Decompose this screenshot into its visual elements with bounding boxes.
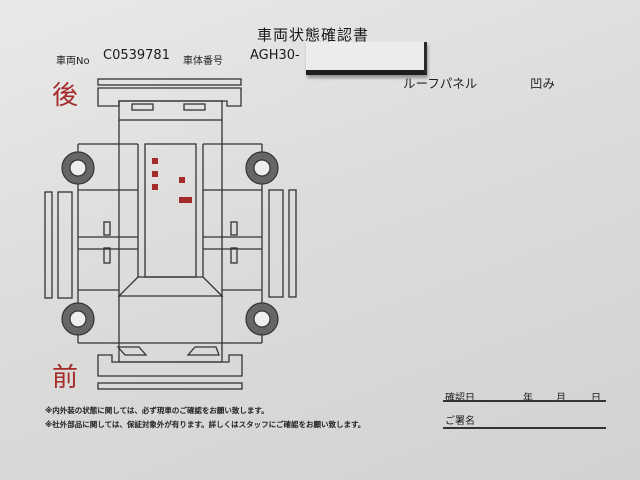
chassis-no-value: AGH30- xyxy=(250,48,300,63)
rear-label: 後 xyxy=(52,81,79,111)
chassis-no-label: 車体番号 xyxy=(183,56,223,67)
note-2: ※社外部品に関しては、保証対象外が有ります。詳しくはスタッフにご確認をお願い致し… xyxy=(45,420,366,429)
day-label: 日 xyxy=(591,393,601,404)
signature-line xyxy=(443,427,606,429)
rear-bumper xyxy=(97,87,242,107)
signature-label: ご署名 xyxy=(445,416,475,427)
note-1: ※内外装の状態に関しては、必ず現車のご確認をお願い致します。 xyxy=(45,406,269,415)
tires xyxy=(61,151,279,336)
trunk-panel xyxy=(118,100,223,121)
front-bumper xyxy=(97,354,243,377)
date-line xyxy=(443,400,606,402)
remark-part: ルーフパネル xyxy=(403,76,478,91)
windshield xyxy=(117,276,224,297)
month-label: 月 xyxy=(556,393,566,404)
rear-bumper-outer xyxy=(97,78,242,86)
year-label: 年 xyxy=(523,393,533,404)
redaction-tape xyxy=(306,42,427,75)
date-label: 確認日 xyxy=(445,393,475,404)
front-label: 前 xyxy=(52,363,79,393)
vehicle-no-label: 車両No xyxy=(56,56,90,67)
damage-marks xyxy=(152,158,192,203)
document-title: 車両状態確認書 xyxy=(257,26,370,44)
vehicle-no-value: C0539781 xyxy=(103,48,170,63)
remark-condition: 凹み xyxy=(530,76,556,91)
